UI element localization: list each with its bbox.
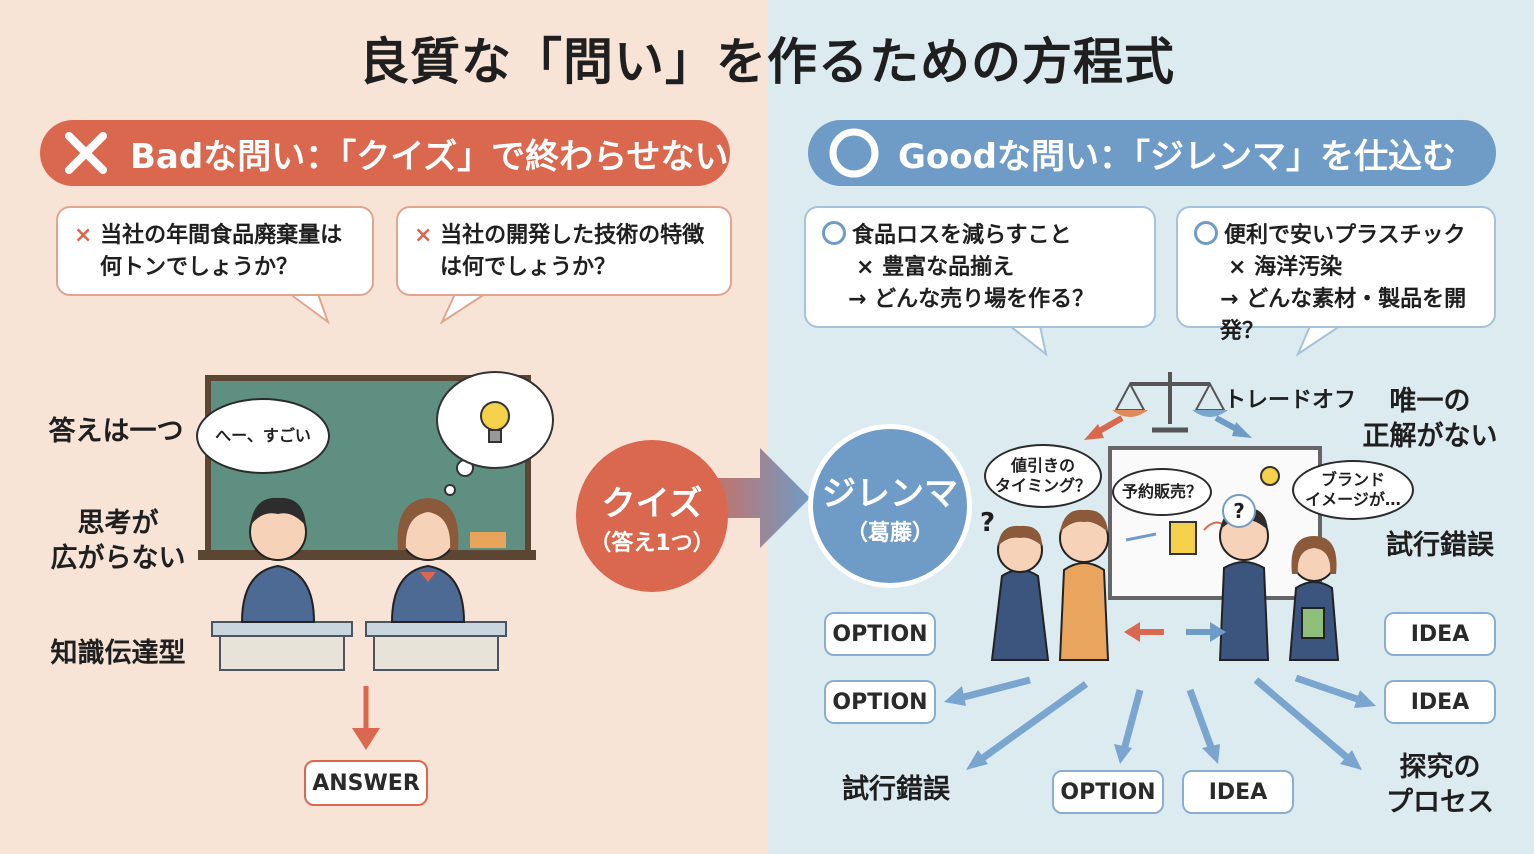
down-arrow-icon [352,686,380,750]
quiz-circle: クイズ （答え1つ） [576,440,728,592]
transition-arrow-icon [690,448,810,548]
bubble-text: は何でしょうか？ [440,254,617,280]
option-tag-3: OPTION [1052,770,1164,814]
trial-and-error-label-bottom: 試行錯誤 [842,774,950,805]
quiz-label: クイズ [601,483,703,524]
idea-tag-1: IDEA [1182,770,1294,814]
label-line: 思考が [77,508,159,539]
dilemma-label: ジレンマ [822,473,958,514]
bad-question-bubble-1: × 当社の年間食品廃棄量は 何トンでしょうか？ [56,206,374,296]
label-line: プロセス [1386,787,1494,819]
circle-icon [822,121,886,185]
bubble-text: 当社の開発した技術の特徴 [440,223,705,248]
tradeoff-label: トレードオフ [1224,388,1357,413]
label-knowledge-transfer: 知識伝達型 [50,638,186,669]
quiz-sublabel: （答え1つ） [589,530,715,556]
label-line: 唯一の [1389,386,1471,417]
bubble-text: × 豊富な品揃え [856,254,1015,280]
bad-question-bubble-2: × 当社の開発した技術の特徴 は何でしょうか？ [396,206,732,296]
label-narrow-thinking: 思考が 広がらない [46,506,190,576]
dilemma-sublabel: （葛藤） [845,520,934,546]
bubble-text: × 海洋汚染 [1228,254,1343,280]
question-mark-left: ? [980,508,996,538]
page-title: 良質な「問い」を作るための方程式 [359,33,1175,91]
circle-mark [822,221,846,245]
classroom-illustration [198,371,554,671]
idea-tag-2: IDEA [1384,612,1496,656]
bad-header-label: Badな問い：「クイズ」で終わらせない [130,136,729,177]
label-line: 正解がない [1362,421,1498,453]
speech-discount-timing: 値引きの タイミング？ [984,444,1102,508]
good-question-bubble-2: 便利で安いプラスチック × 海洋汚染 → どんな素材・製品を開発？ [1176,206,1496,344]
good-question-bubble-1: 食品ロスを減らすこと × 豊富な品揃え → どんな売り場を作る？ [804,206,1156,328]
label-one-answer: 答えは一つ [48,416,184,447]
speech-brand-image: ブランド イメージが… [1292,460,1414,520]
label-line: 探究の [1399,752,1481,783]
spread-arrows [944,674,1376,770]
trial-and-error-label-right: 試行錯誤 [1386,530,1494,561]
dilemma-circle: ジレンマ （葛藤） [808,424,972,588]
bubble-text: 当社の年間食品廃棄量は [100,223,343,248]
circle-mark [1194,221,1218,245]
cross-mark: × [74,223,93,248]
no-single-answer-label: 唯一の 正解がない [1360,384,1500,454]
bubble-text: 便利で安いプラスチック [1224,223,1466,248]
speech-reservation: 予約販売？ [1112,468,1212,516]
bubble-text: → どんな素材・製品を開発？ [1220,286,1467,344]
answer-box: ANSWER [304,760,428,806]
good-header-label: Goodな問い：「ジレンマ」を仕込む [898,136,1456,177]
label-line: 広がらない [50,543,186,575]
option-tag-1: OPTION [824,612,936,656]
cross-mark: × [414,223,433,248]
exploration-process-label: 探究の プロセス [1380,750,1500,820]
balance-scale-icon [1112,372,1228,433]
good-question-header: Goodな問い：「ジレンマ」を仕込む [808,120,1496,186]
bubble-text: → どんな売り場を作る？ [848,286,1095,312]
option-tag-2: OPTION [824,680,936,724]
student-speech-bubble: へー、すごい [196,398,330,474]
bubble-text: 食品ロスを減らすこと [852,223,1072,248]
cross-icon [54,121,118,185]
bad-question-header: Badな問い：「クイズ」で終わらせない [40,120,730,186]
idea-tag-3: IDEA [1384,680,1496,724]
bubble-text: 何トンでしょうか？ [100,254,299,280]
question-mark-right: ? [1222,494,1256,528]
